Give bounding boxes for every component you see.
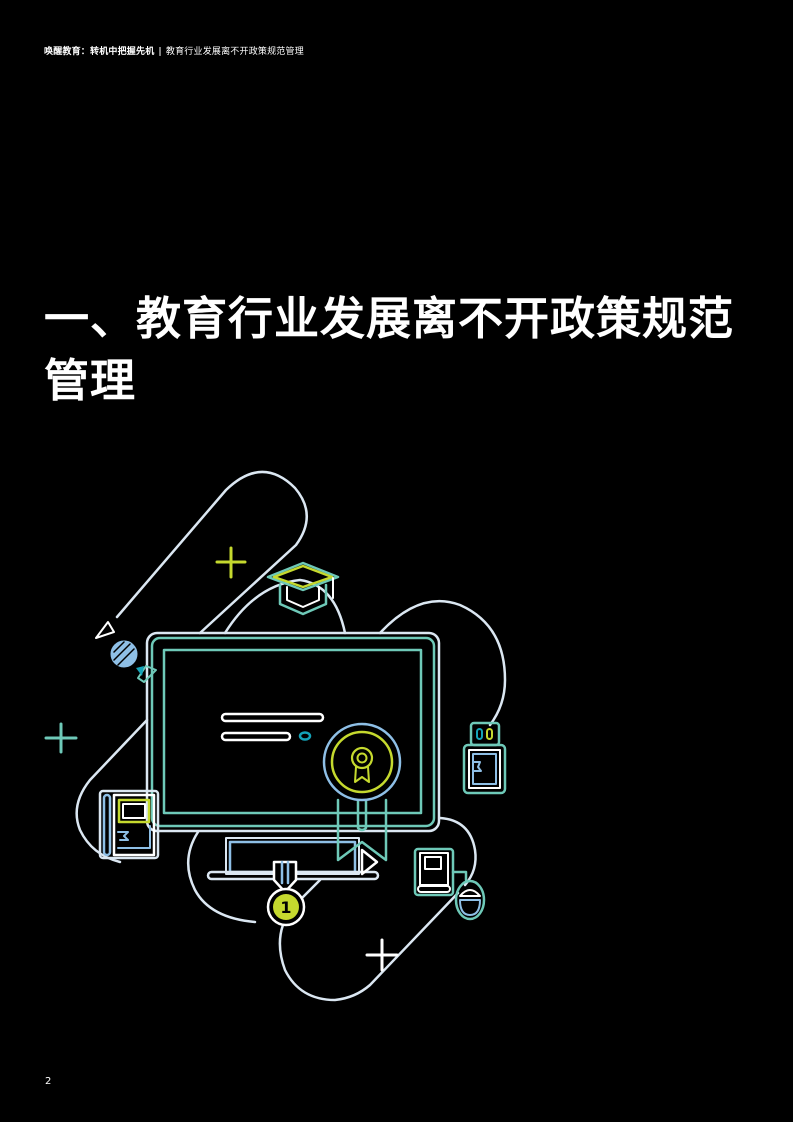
book-icon <box>413 847 455 897</box>
report-title: 唤醒教育：转机中把握先机 <box>44 47 155 57</box>
plus-icon-teal <box>44 722 78 754</box>
plus-icon-lime <box>215 546 247 579</box>
tablet-icon <box>98 789 160 860</box>
mouse-icon <box>451 870 486 921</box>
education-illustration: 1 <box>44 470 507 1002</box>
dna-icon <box>95 621 157 683</box>
plus-icon-white <box>365 938 399 972</box>
medal-number: 1 <box>280 898 291 917</box>
medal-first-place-icon: 1 <box>266 860 306 927</box>
running-header: 唤醒教育：转机中把握先机|教育行业发展离不开政策规范管理 <box>44 44 304 57</box>
section-title: 教育行业发展离不开政策规范管理 <box>165 47 304 57</box>
header-separator: | <box>158 47 162 57</box>
page-number: 2 <box>45 1076 52 1087</box>
usb-drive-icon <box>462 721 507 795</box>
certificate-award-icon <box>322 722 402 876</box>
chapter-title: 一、教育行业发展离不开政策规范管理 <box>44 292 735 407</box>
background-shapes <box>75 470 507 1002</box>
graduation-cap-icon <box>266 561 340 616</box>
